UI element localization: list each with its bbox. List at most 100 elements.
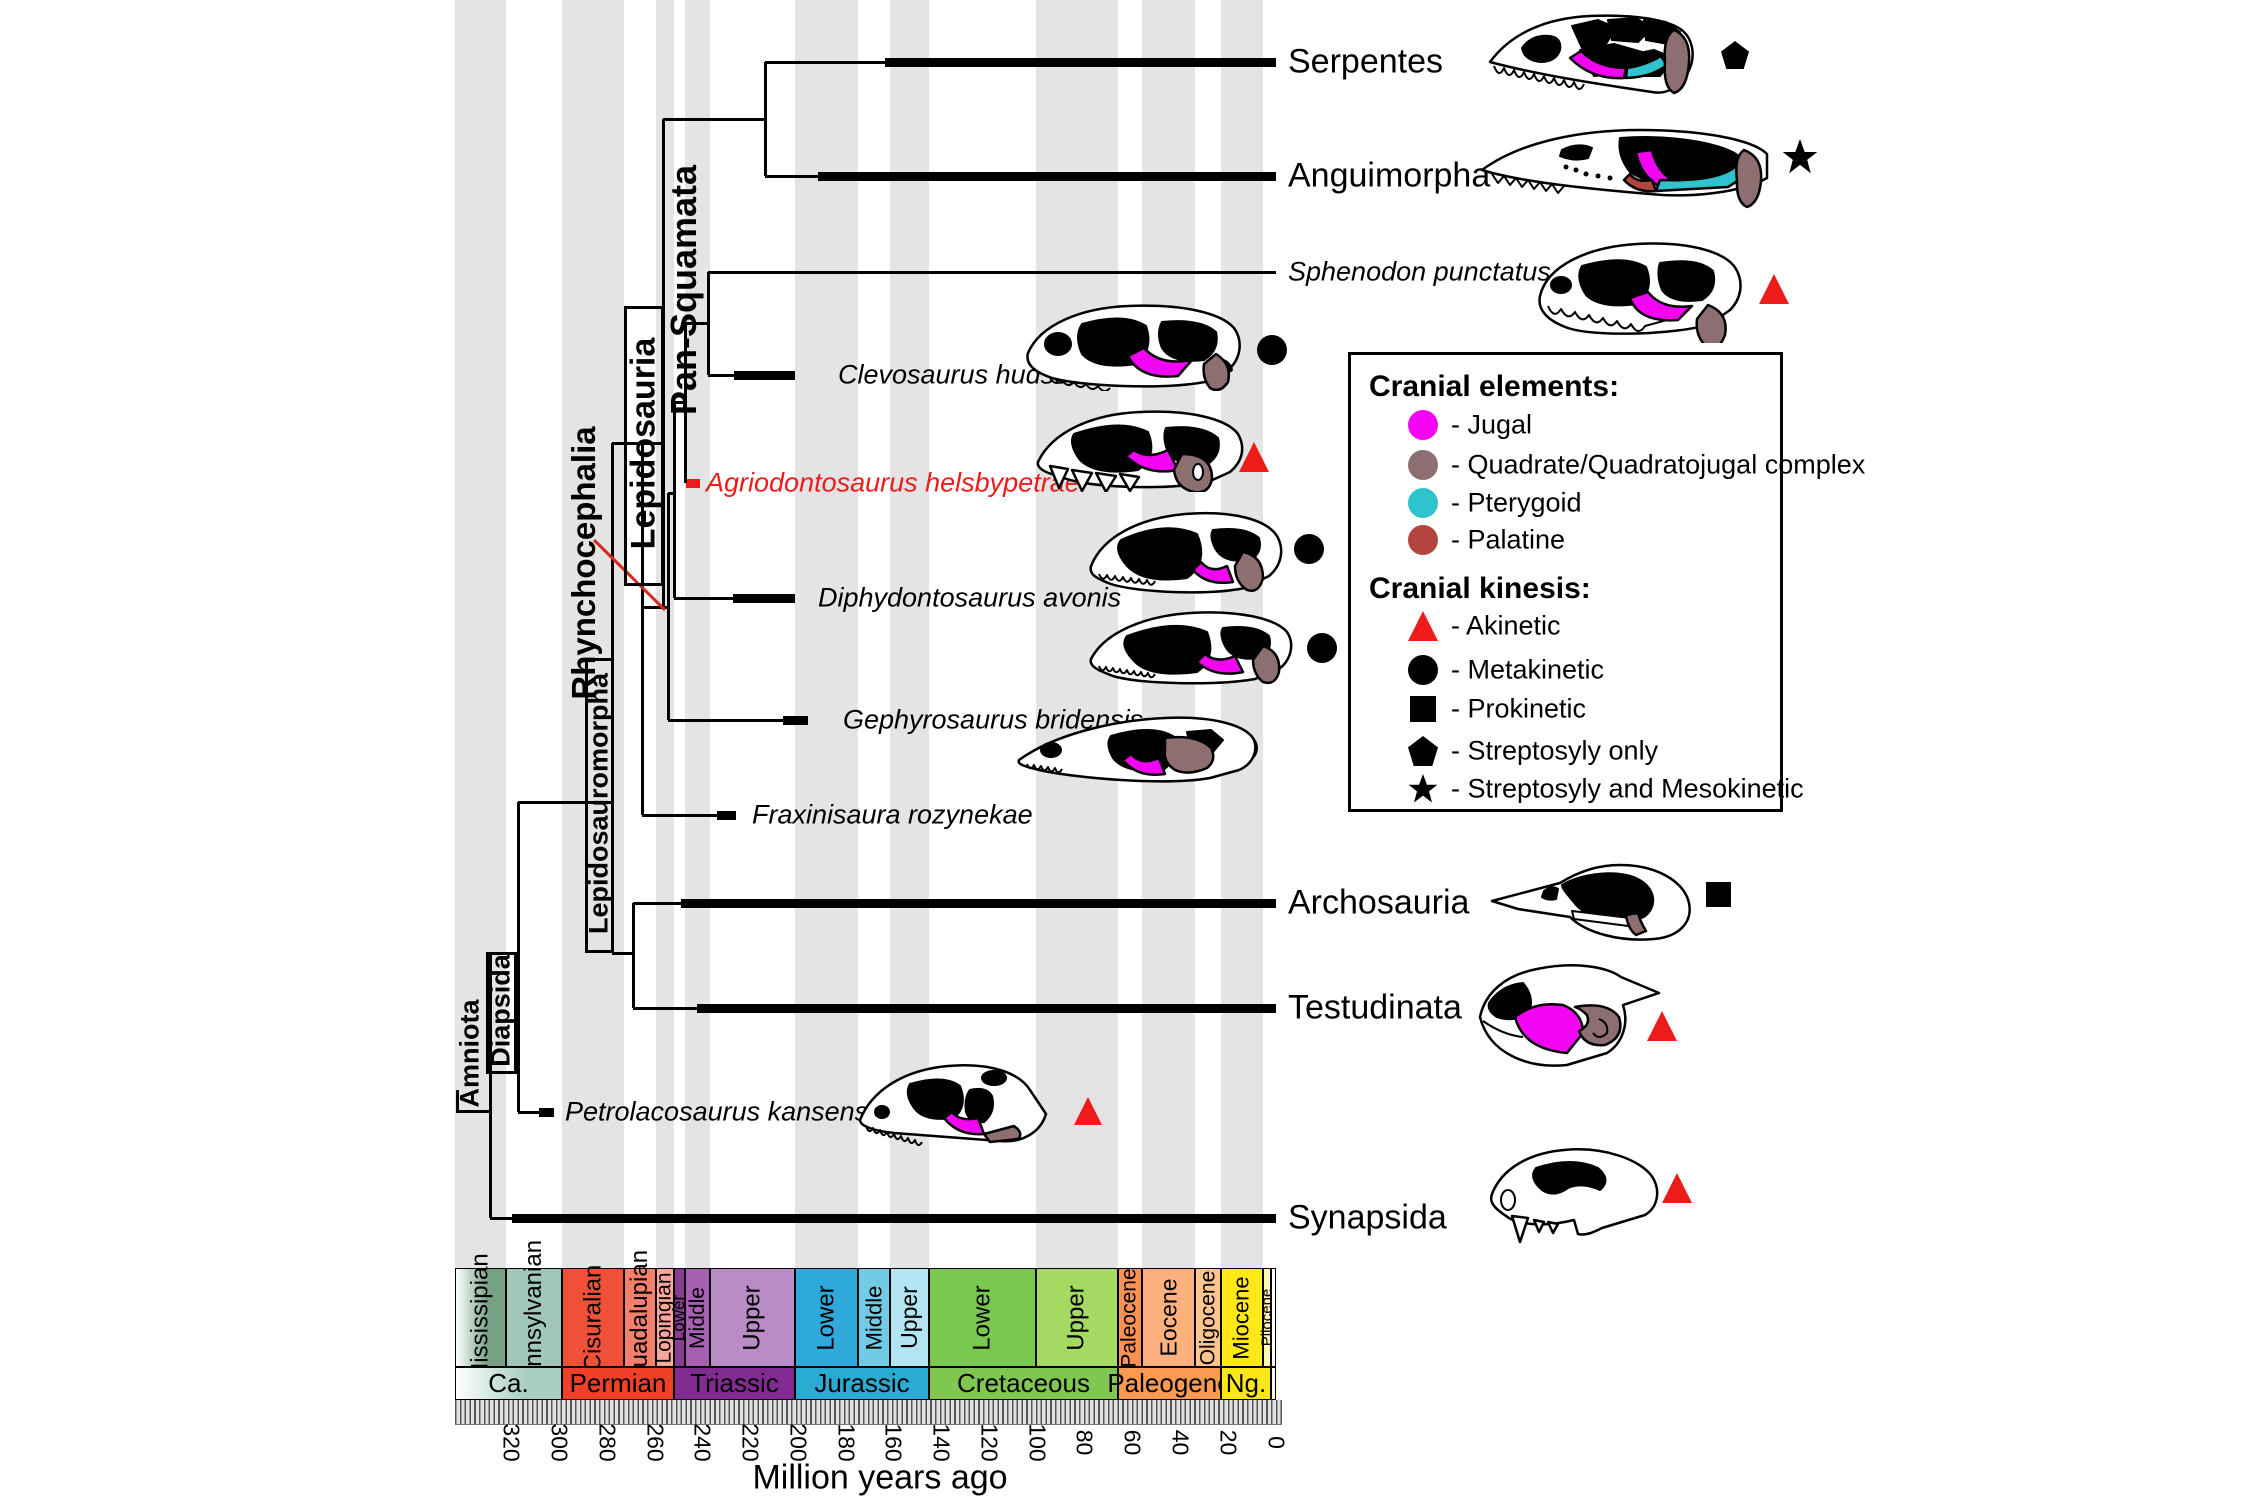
branch-v-6	[640, 443, 644, 815]
axis-tick-240: 240	[689, 1423, 716, 1462]
axis-tick-320: 320	[498, 1423, 525, 1462]
axis-tick-40: 40	[1167, 1429, 1194, 1456]
legend-kinesis-label-3: - Streptosyly only	[1451, 735, 1659, 766]
taxon-label-sphenodon: Sphenodon punctatus	[1288, 256, 1551, 287]
clade-label-pan-squamata: Pan-Squamata	[663, 164, 704, 415]
skull-petrolacosaurus	[858, 1064, 1048, 1146]
branch-h-8	[734, 370, 795, 380]
skull-agriodontosaurus	[1036, 410, 1244, 492]
axis-tick-120: 120	[976, 1423, 1003, 1462]
branch-v-2	[706, 272, 710, 375]
legend-element-label-0: - Jugal	[1451, 409, 1533, 440]
clade-label-lepidosauromorpha: Lepidosauromorpha	[583, 673, 614, 935]
branch-h-6	[685, 321, 708, 325]
kinesis-symbol-archosauria	[1705, 881, 1731, 907]
taxon-label-archosauria: Archosauria	[1288, 883, 1470, 922]
branch-h-25	[697, 1003, 1276, 1013]
epoch-Pliocene: Pliocene	[1259, 1268, 1276, 1367]
period-blank-7	[1271, 1367, 1276, 1400]
period-label-Ca.: Ca.	[488, 1368, 529, 1398]
rhynchocephalia-leader-line	[592, 538, 667, 612]
epoch-Lower: Lower	[795, 1268, 858, 1367]
epoch-Eocene: Eocene	[1142, 1268, 1195, 1367]
period-stripe-2	[656, 0, 674, 1268]
period-label-Ng.: Ng.	[1225, 1368, 1267, 1398]
legend-element-dot-3	[1408, 525, 1438, 555]
branch-h-28	[490, 1216, 512, 1220]
epoch-Upper: Upper	[1036, 1268, 1118, 1367]
legend-box: Cranial elements: Cranial kinesis: - Jug…	[1348, 352, 1865, 812]
branch-h-24	[633, 1006, 697, 1010]
epoch-Upper: Upper	[710, 1268, 795, 1367]
taxon-label-anguimorpha: Anguimorpha	[1288, 156, 1491, 195]
skull-synapsida	[1489, 1148, 1659, 1244]
period-Ca.: Ca.	[455, 1367, 562, 1400]
branch-h-7	[708, 373, 734, 377]
skull-sphenodon	[1538, 242, 1742, 343]
period-Jurassic: Jurassic	[795, 1367, 929, 1400]
epoch-Paleocene: Paleocene	[1118, 1268, 1142, 1367]
legend-element-label-2: - Pterygoid	[1451, 487, 1582, 518]
clade-bracket-v-amniota	[456, 1090, 459, 1112]
legend-kinesis-symbol-4	[1408, 774, 1438, 803]
legend-element-dot-1	[1408, 450, 1438, 480]
period-stripe-6	[1036, 0, 1118, 1268]
branch-h-23	[681, 898, 1276, 908]
legend-kinesis-symbol-0	[1408, 611, 1438, 641]
period-label-Jurassic: Jurassic	[814, 1368, 910, 1398]
epoch-Mississipian: Mississipian	[455, 1253, 506, 1382]
period-Cretaceous: Cretaceous	[929, 1367, 1118, 1400]
skull-clevosaurus	[1026, 304, 1241, 391]
period-Triassic: Triassic	[674, 1367, 795, 1400]
clade-box-lepidosauria	[624, 306, 664, 586]
branch-h-3	[765, 174, 818, 178]
legend-cranial-kinesis-title: Cranial kinesis:	[1369, 572, 1591, 605]
axis-tick-260: 260	[642, 1423, 669, 1462]
branch-h-20	[518, 800, 612, 804]
branch-h-0	[663, 117, 765, 121]
legend-kinesis-symbol-3	[1408, 736, 1438, 766]
epoch-Middle: Middle	[685, 1268, 710, 1367]
period-stripe-1	[562, 0, 624, 1268]
legend-element-label-3: - Palatine	[1451, 524, 1566, 555]
branch-h-29	[512, 1213, 1276, 1223]
axis-tick-20: 20	[1215, 1429, 1242, 1456]
skull-fraxinisaura	[1017, 716, 1257, 783]
legend-cranial-elements-title: Cranial elements:	[1369, 370, 1620, 403]
legend-kinesis-symbol-1	[1408, 655, 1438, 685]
branch-v-0	[763, 62, 767, 176]
period-Ng.: Ng.	[1221, 1367, 1271, 1400]
legend-kinesis-label-1: - Metakinetic	[1451, 654, 1605, 685]
branch-h-11	[674, 596, 733, 600]
taxon-label-serpentes: Serpentes	[1288, 42, 1443, 81]
branch-h-9	[686, 478, 700, 488]
axis-tick-60: 60	[1119, 1429, 1146, 1456]
skull-anguimorpha	[1480, 128, 1769, 209]
branch-h-13	[668, 491, 674, 495]
branch-v-10	[488, 953, 492, 1218]
branch-h-22	[633, 901, 681, 905]
taxon-label-testudinata: Testudinata	[1288, 988, 1462, 1027]
taxon-label-synapsida: Synapsida	[1288, 1198, 1447, 1237]
branch-h-27	[539, 1107, 554, 1117]
branch-h-26	[518, 1110, 539, 1114]
epoch-label-Mississipian: Mississipian	[466, 1252, 494, 1383]
kinesis-symbol-gephyrosaurus	[1307, 633, 1337, 663]
axis-tick-0: 0	[1263, 1436, 1290, 1449]
period-label-Triassic: Triassic	[690, 1368, 779, 1398]
branch-h-17	[612, 441, 663, 445]
skull-archosauria	[1490, 863, 1691, 941]
branch-h-5	[708, 270, 1276, 274]
axis-tick-160: 160	[880, 1423, 907, 1462]
legend-element-dot-0	[1408, 410, 1438, 440]
clade-bracket-h-amniota	[456, 1110, 492, 1113]
branch-h-21	[612, 951, 633, 955]
period-stripe-3	[685, 0, 710, 1268]
epoch-Guadalupian: Guadalupian	[624, 1249, 656, 1386]
skull-testudinata	[1478, 964, 1661, 1067]
legend-element-label-1: - Quadrate/Quadratojugal complex	[1451, 449, 1866, 480]
branch-h-1	[765, 60, 885, 64]
time-axis-ruler	[455, 1400, 1282, 1425]
